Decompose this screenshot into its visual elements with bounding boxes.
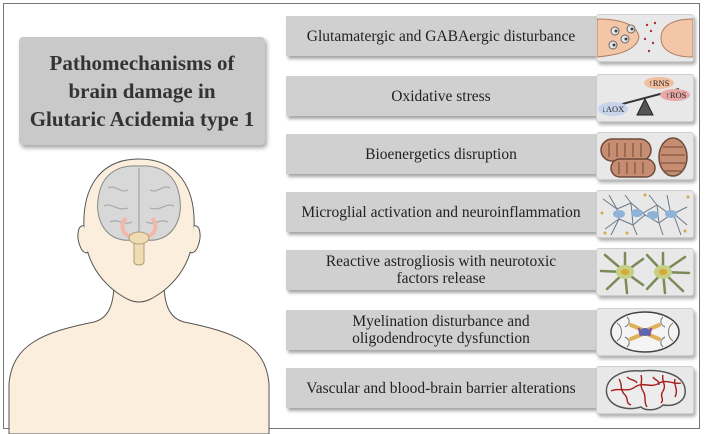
- mechanism-row-5: Reactive astrogliosis with neurotoxic fa…: [286, 248, 696, 296]
- astrocyte-icon: [596, 248, 694, 296]
- title-box: Pathomechanisms of brain damage in Gluta…: [19, 37, 265, 145]
- mitochondria-icon: [596, 132, 694, 180]
- brain-vessels-icon: [596, 366, 694, 414]
- title-line-2: brain damage in: [68, 79, 216, 103]
- mechanism-label-5: Reactive astrogliosis with neurotoxic fa…: [286, 250, 596, 290]
- mechanism-2-text: Oxidative stress: [391, 87, 491, 105]
- mechanism-7-text: Vascular and blood-brain barrier alterat…: [306, 379, 576, 397]
- brain-icon: [97, 165, 181, 266]
- mechanism-4-text: Microglial activation and neuroinflammat…: [301, 203, 581, 221]
- mechanism-row-6: Myelination disturbance and oligodendroc…: [286, 308, 696, 356]
- microglia-icon: [596, 190, 694, 238]
- title-line-3: Glutaric Acidemia type 1: [29, 107, 255, 131]
- mechanism-5-text-line-1: Reactive astrogliosis with neurotoxic: [325, 253, 557, 270]
- figure-frame: Pathomechanisms of brain damage in Gluta…: [3, 3, 700, 434]
- mechanism-row-2: Oxidative stress ↑RNS ↑ROS ↓AOX: [286, 74, 696, 122]
- mechanism-3-text: Bioenergetics disruption: [365, 145, 517, 163]
- mechanism-label-4: Microglial activation and neuroinflammat…: [286, 192, 596, 232]
- balance-scale-icon: ↑RNS ↑ROS ↓AOX: [596, 74, 694, 122]
- mechanism-5-text-line-2: factors release: [396, 270, 486, 287]
- ros-label: ↑ROS: [666, 90, 687, 100]
- title-line-1: Pathomechanisms of: [49, 51, 235, 75]
- mechanism-row-7: Vascular and blood-brain barrier alterat…: [286, 366, 696, 414]
- mechanism-6-text-line-2: oligodendrocyte dysfunction: [352, 330, 530, 347]
- shoulders: [8, 281, 270, 434]
- mechanism-label-3: Bioenergetics disruption: [286, 134, 596, 174]
- mechanism-label-7: Vascular and blood-brain barrier alterat…: [286, 368, 596, 408]
- mechanism-row-3: Bioenergetics disruption: [286, 132, 696, 180]
- mechanism-label-1: Glutamatergic and GABAergic disturbance: [286, 16, 596, 56]
- brain-section-icon: [596, 308, 694, 356]
- figure-title: Pathomechanisms of brain damage in Gluta…: [30, 49, 255, 133]
- mechanism-1-text: Glutamatergic and GABAergic disturbance: [306, 27, 576, 45]
- rns-label: ↑RNS: [649, 78, 670, 88]
- mechanism-row-4: Microglial activation and neuroinflammat…: [286, 190, 696, 238]
- aox-label: ↓AOX: [602, 104, 625, 114]
- synapse-icon: [596, 14, 694, 62]
- mechanism-label-2: Oxidative stress: [286, 76, 596, 116]
- mechanism-row-1: Glutamatergic and GABAergic disturbance: [286, 14, 696, 62]
- mechanism-label-6: Myelination disturbance and oligodendroc…: [286, 310, 596, 350]
- person-illustration: [8, 158, 270, 434]
- mechanism-6-text-line-1: Myelination disturbance and: [352, 313, 530, 330]
